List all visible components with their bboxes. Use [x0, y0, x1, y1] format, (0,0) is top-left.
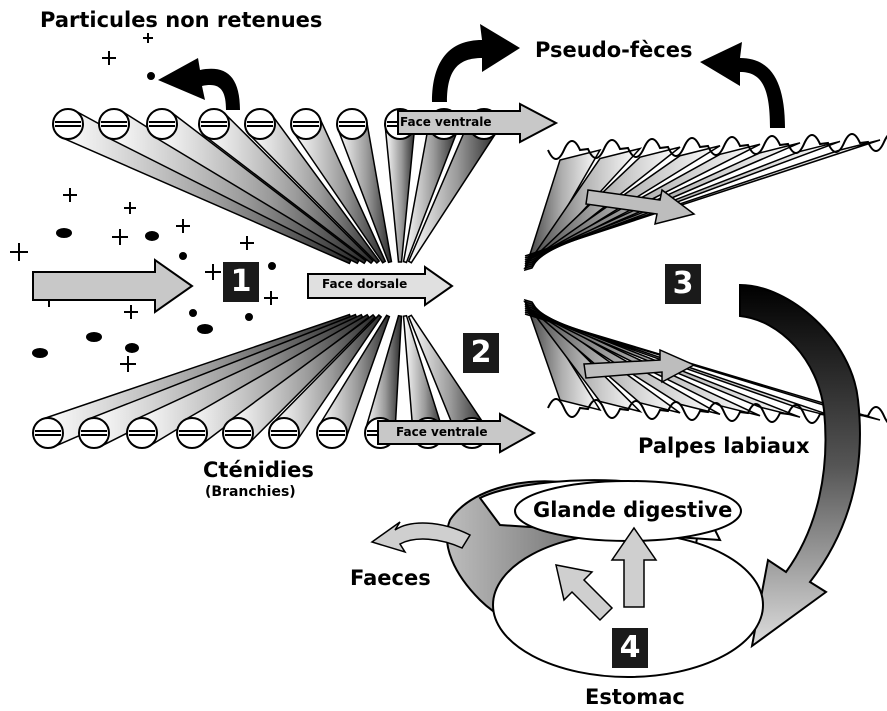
upper-gill-filaments — [52, 108, 500, 265]
particles-label: Particules non retenues — [40, 8, 323, 32]
branchies-label: (Branchies) — [205, 484, 296, 500]
particles-field — [10, 33, 278, 372]
gland-flow-arrow — [610, 526, 658, 608]
ventral-flow-arrow-top — [397, 102, 559, 144]
ingestion-arrow — [739, 283, 861, 649]
face-ventrale-top-label: Face ventrale — [400, 115, 492, 129]
step-3-badge: 3 — [665, 264, 701, 304]
step-1-badge: 1 — [223, 262, 259, 302]
faeces-label: Faeces — [350, 566, 431, 590]
ventral-flow-arrow-bottom — [377, 412, 537, 454]
upper-labial-palp — [523, 133, 887, 272]
stomach-flow-arrow — [555, 564, 614, 622]
ctenidies-label: Cténidies — [203, 458, 314, 482]
rejection-arrows — [158, 24, 785, 128]
estomac-label: Estomac — [585, 685, 685, 709]
glande-label: Glande digestive — [533, 498, 733, 522]
palpes-label: Palpes labiaux — [638, 434, 810, 458]
step-2-badge: 2 — [463, 333, 499, 373]
palp-flow-arrow-lower — [583, 348, 696, 384]
stomach-group — [370, 479, 764, 678]
face-dorsale-label: Face dorsale — [322, 277, 408, 291]
pseudo-feces-label: Pseudo-fèces — [535, 38, 693, 62]
face-ventrale-bottom-label: Face ventrale — [396, 425, 488, 439]
faeces-arrow — [370, 521, 472, 554]
step-4-badge: 4 — [612, 628, 648, 668]
dorsal-flow-arrow — [307, 265, 454, 307]
inflow-arrow — [32, 258, 194, 314]
palp-flow-arrow-upper — [585, 188, 696, 226]
